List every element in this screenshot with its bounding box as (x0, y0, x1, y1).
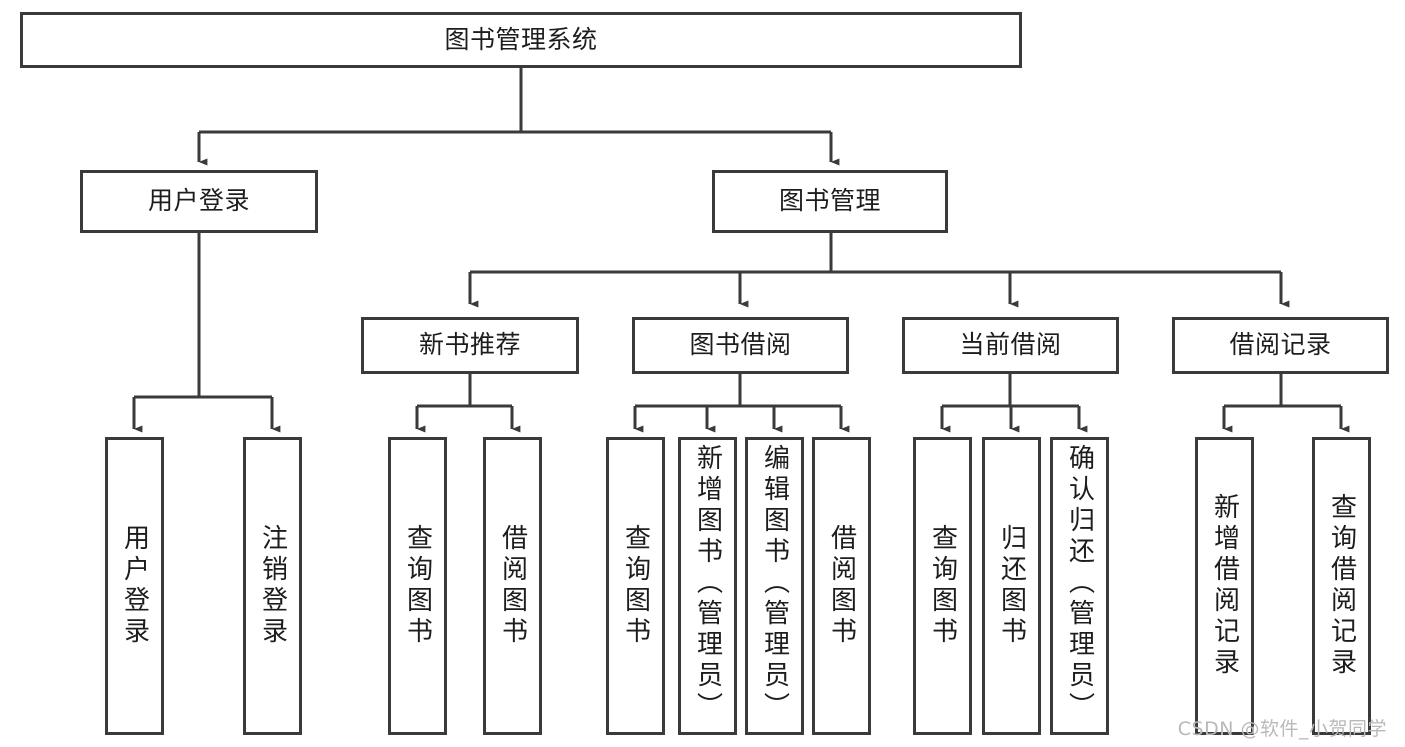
watermark-text: CSDN @软件_小贺同学 (1177, 718, 1387, 740)
node-label: 新书推荐 (418, 330, 521, 360)
node-label: 图书管理系统 (444, 24, 598, 54)
node-label: 编辑图书（管理员） (759, 444, 790, 723)
node-label: 用户登录 (147, 186, 250, 216)
node-label: 借阅图书 (497, 524, 528, 648)
node-leaf-add-record[interactable]: 新增借阅记录 (1195, 437, 1254, 735)
node-label: 用户登录 (119, 524, 150, 648)
node-borrow-record[interactable]: 借阅记录 (1172, 317, 1389, 374)
node-current-borrow[interactable]: 当前借阅 (902, 317, 1119, 374)
node-label: 新增图书（管理员） (692, 444, 723, 723)
node-label: 查询图书 (402, 524, 433, 648)
node-label: 查询图书 (620, 524, 651, 648)
node-leaf-query-book-3[interactable]: 查询图书 (913, 437, 972, 735)
node-root-system[interactable]: 图书管理系统 (20, 12, 1022, 68)
node-book-manage[interactable]: 图书管理 (712, 170, 948, 233)
node-leaf-confirm-return[interactable]: 确认归还（管理员） (1050, 437, 1109, 735)
node-label: 当前借阅 (959, 330, 1062, 360)
node-label: 借阅记录 (1229, 330, 1332, 360)
node-leaf-edit-book[interactable]: 编辑图书（管理员） (745, 437, 804, 735)
node-leaf-borrow-book-1[interactable]: 借阅图书 (483, 437, 542, 735)
node-label: 图书管理 (778, 186, 881, 216)
node-label: 注销登录 (257, 524, 288, 648)
node-leaf-add-book[interactable]: 新增图书（管理员） (678, 437, 737, 735)
node-leaf-query-record[interactable]: 查询借阅记录 (1312, 437, 1371, 735)
node-label: 查询图书 (927, 524, 958, 648)
node-leaf-query-book-1[interactable]: 查询图书 (388, 437, 447, 735)
node-label: 查询借阅记录 (1326, 493, 1357, 679)
node-label: 归还图书 (996, 524, 1027, 648)
node-leaf-logout[interactable]: 注销登录 (243, 437, 302, 735)
node-leaf-return-book[interactable]: 归还图书 (982, 437, 1041, 735)
node-label: 新增借阅记录 (1209, 493, 1240, 679)
node-label: 确认归还（管理员） (1064, 444, 1095, 723)
node-label: 借阅图书 (826, 524, 857, 648)
node-leaf-user-login[interactable]: 用户登录 (105, 437, 164, 735)
node-user-login[interactable]: 用户登录 (80, 170, 318, 233)
node-label: 图书借阅 (689, 330, 792, 360)
node-new-book-recommend[interactable]: 新书推荐 (361, 317, 579, 374)
node-book-borrow[interactable]: 图书借阅 (632, 317, 849, 374)
node-leaf-query-book-2[interactable]: 查询图书 (606, 437, 665, 735)
node-leaf-borrow-book-2[interactable]: 借阅图书 (812, 437, 871, 735)
